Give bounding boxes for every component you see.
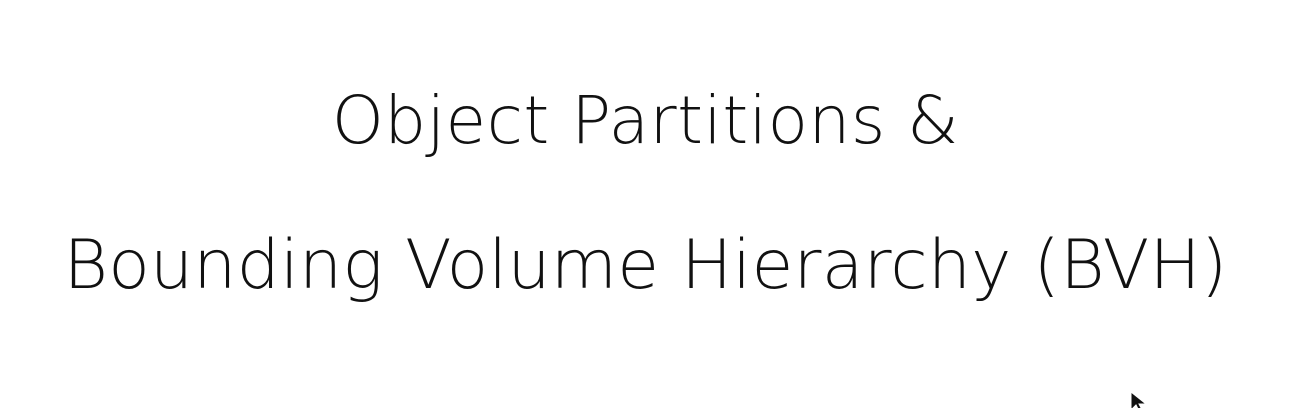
slide-title-line-1: Object Partitions & (331, 82, 960, 159)
slide-title-line-2: Bounding Volume Hierarchy (BVH) (63, 226, 1228, 305)
mouse-pointer-icon (1130, 390, 1148, 408)
